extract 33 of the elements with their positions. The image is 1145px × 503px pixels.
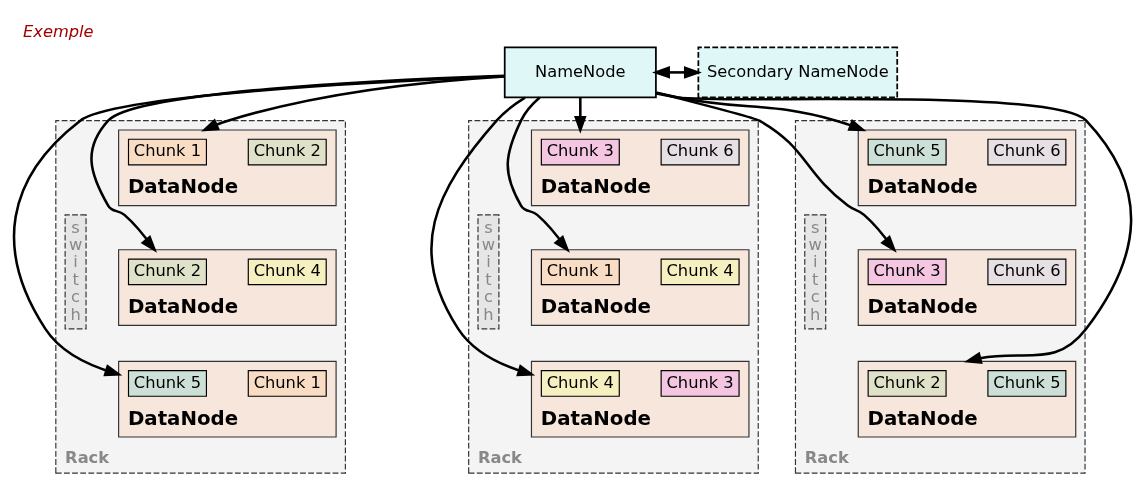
- node-box: Chunk 2: [867, 370, 947, 397]
- arrow: [574, 97, 587, 134]
- node-box: Chunk 1: [247, 370, 327, 397]
- arrow: [656, 92, 1133, 365]
- node-box: Chunk 6: [987, 258, 1067, 286]
- diagram-title: Exemple: [23, 22, 94, 42]
- node-box: Chunk 3: [867, 258, 947, 286]
- arrow: [201, 75, 505, 132]
- node-box: Chunk 6: [987, 138, 1067, 166]
- node-box: Chunk 4: [247, 258, 327, 286]
- node-box: Chunk 5: [867, 138, 947, 166]
- node-box: switch: [64, 214, 87, 330]
- arrow: [430, 96, 536, 377]
- node-box: Secondary NameNode: [697, 46, 899, 99]
- node-box: Chunk 3: [540, 138, 620, 166]
- arrow: [90, 74, 505, 253]
- node-box: Chunk 4: [540, 370, 620, 397]
- arrow: [13, 75, 505, 377]
- node-box: Chunk 5: [127, 370, 207, 397]
- node-box: Chunk 3: [660, 370, 740, 397]
- node-box: Chunk 6: [660, 138, 740, 166]
- node-box: switch: [477, 214, 500, 330]
- arrow: [656, 91, 897, 253]
- node-box: Chunk 2: [127, 258, 207, 286]
- node-box: NameNode: [503, 46, 657, 99]
- arrow: [652, 66, 702, 79]
- node-box: Chunk 5: [987, 370, 1067, 397]
- node-box: Chunk 4: [660, 258, 740, 286]
- node-box: Chunk 2: [247, 138, 327, 166]
- arrow: [506, 96, 570, 253]
- node-box: Chunk 1: [127, 138, 207, 166]
- node-box: switch: [804, 214, 827, 330]
- node-box: Chunk 1: [540, 258, 620, 286]
